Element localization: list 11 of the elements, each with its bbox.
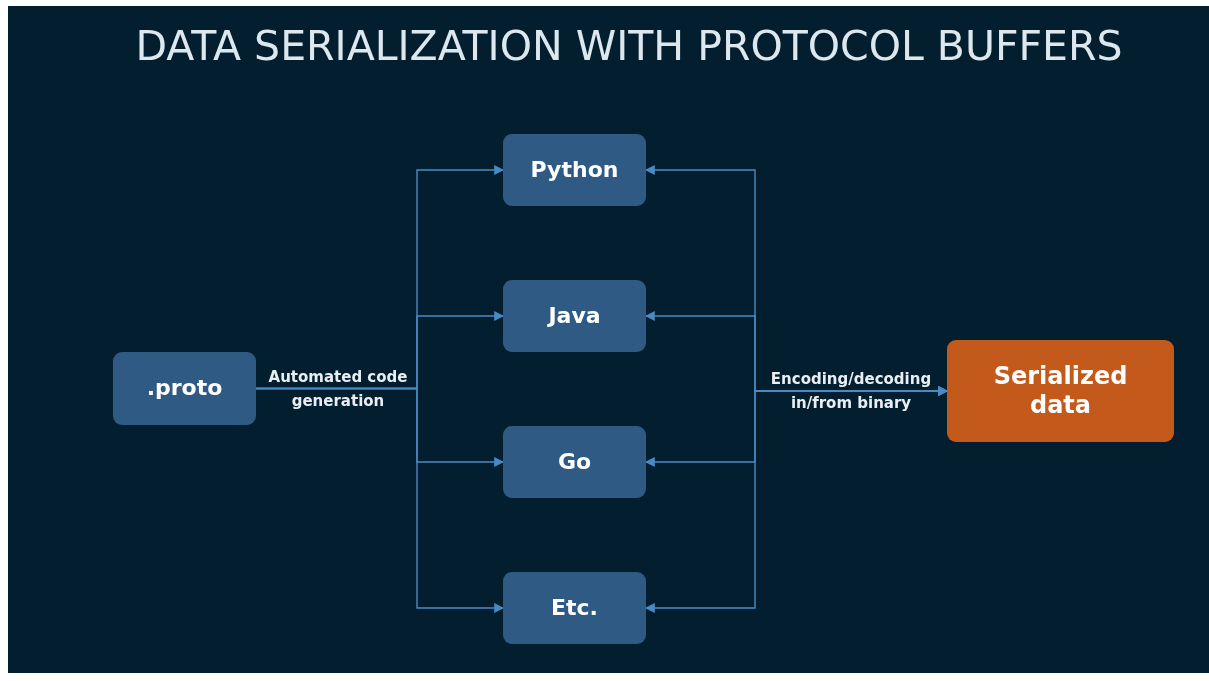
process-box: Java	[503, 280, 646, 352]
process-box: Python	[503, 134, 646, 206]
process-box: Etc.	[503, 572, 646, 644]
output-box: Serialized data	[947, 340, 1174, 442]
arrow	[255, 387, 504, 613]
edge-label: Automated code generation	[267, 367, 409, 412]
title: DATA SERIALIZATION WITH PROTOCOL BUFFERS	[134, 22, 1124, 70]
arrow	[645, 386, 948, 613]
process-box: Go	[503, 426, 646, 498]
edge-label: Encoding/decoding in/from binary	[769, 369, 933, 414]
process-box: .proto	[113, 352, 256, 425]
